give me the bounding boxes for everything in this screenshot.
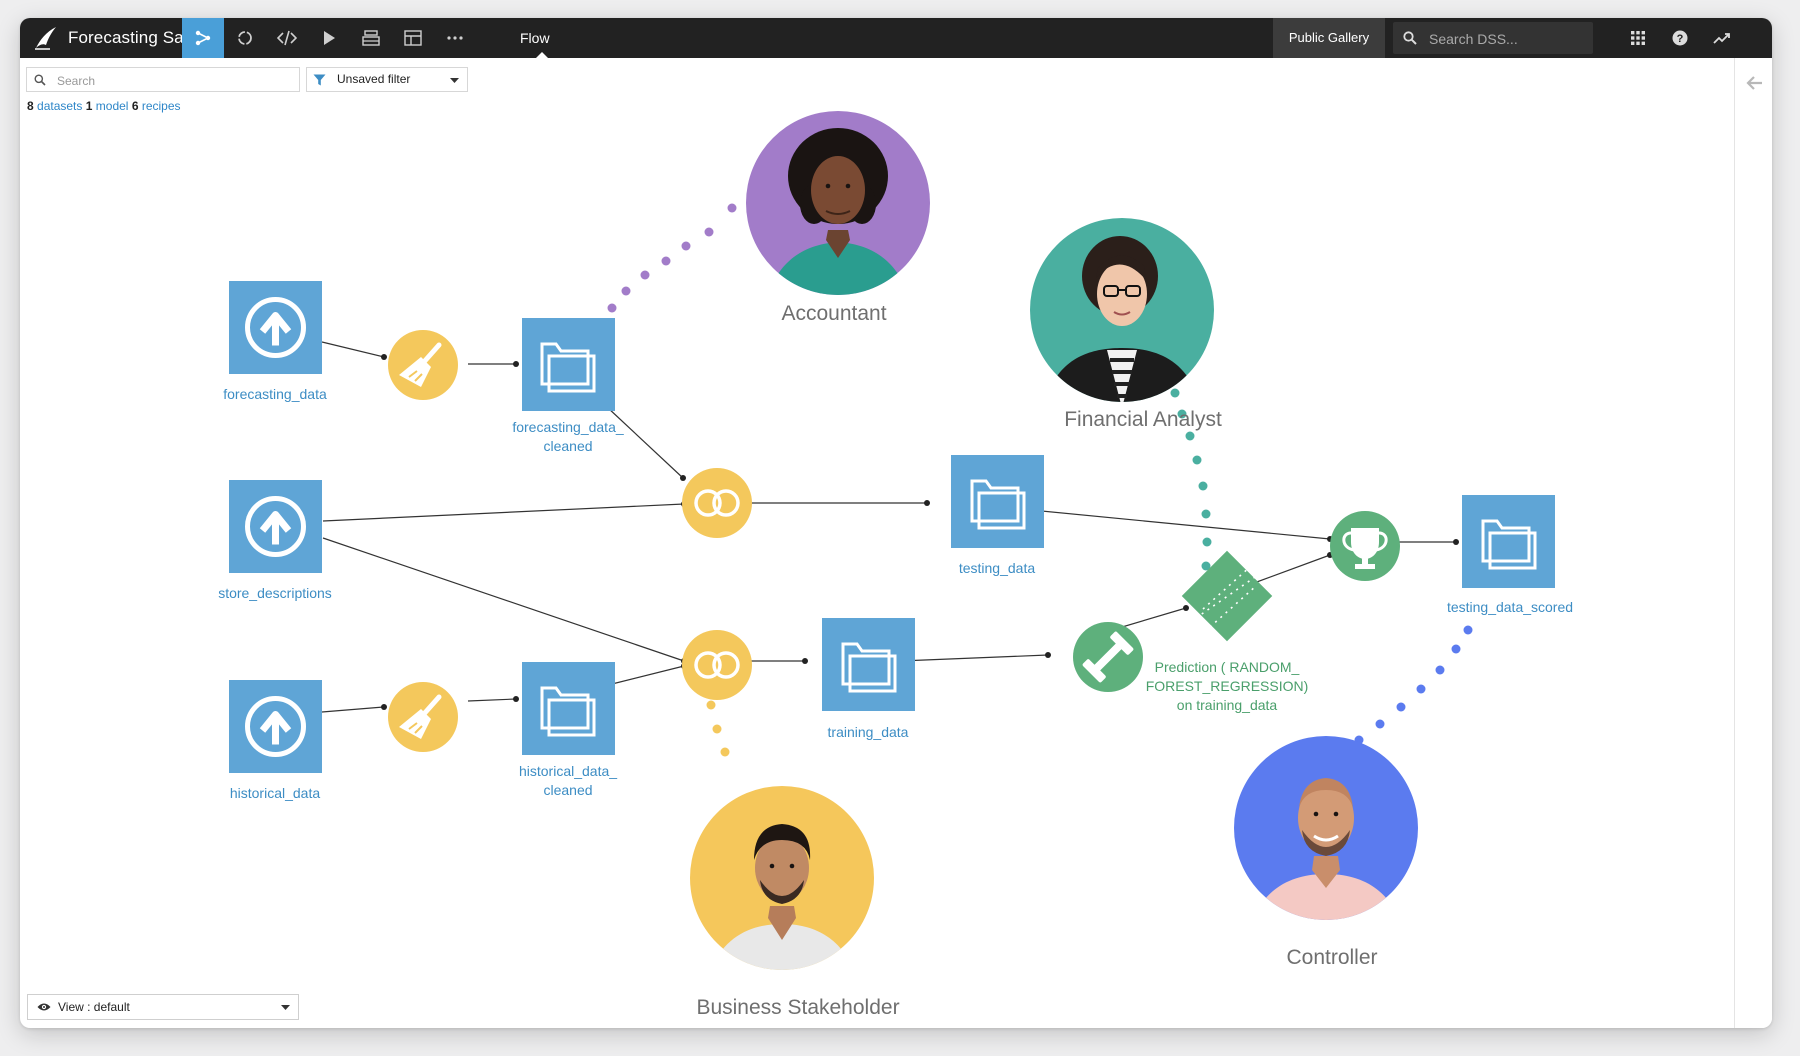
dashboard-icon[interactable] [392, 18, 434, 58]
dataset-training-data[interactable]: training_data [822, 618, 915, 740]
recipe-train-model[interactable] [1073, 622, 1143, 692]
persona-name: Financial Analyst [1064, 408, 1222, 431]
model-label-line1: Prediction ( RANDOM_ [1155, 659, 1300, 675]
dataset-store-descriptions[interactable]: store_descriptions [218, 480, 332, 601]
recipe-prepare-forecasting[interactable] [388, 330, 458, 400]
dataiku-logo-icon[interactable] [26, 18, 66, 58]
dataset-forecasting-data-cleaned[interactable]: forecasting_data_ cleaned [512, 318, 624, 454]
persona-accountant: Accountant [746, 111, 930, 325]
flow-nav-icon[interactable] [182, 18, 224, 58]
code-icon[interactable] [266, 18, 308, 58]
model-count: 1 [85, 99, 93, 113]
dataset-label: store_descriptions [218, 585, 332, 601]
activity-trend-icon[interactable] [1701, 18, 1743, 58]
persona-business-stakeholder: Business Stakeholder [690, 786, 900, 1019]
active-tab-indicator [536, 52, 548, 58]
dataset-testing-data-scored[interactable]: testing_data_scored [1447, 495, 1573, 615]
dss-search-input[interactable] [1427, 22, 1591, 56]
chevron-down-icon [281, 1005, 290, 1010]
controller-dotted-connector [1354, 625, 1473, 745]
flow-item-counts: 8 datasets 1 model 6 recipes [27, 99, 181, 113]
view-selector[interactable]: View : default [27, 994, 299, 1020]
search-icon [34, 74, 46, 86]
recipes-count: 6 [131, 99, 139, 113]
apps-grid-icon[interactable] [1617, 18, 1659, 58]
persona-name: Accountant [781, 302, 886, 325]
dataset-label: training_data [828, 724, 909, 740]
eye-icon [37, 1003, 51, 1011]
trophy-icon [1342, 528, 1388, 569]
dss-search-box[interactable] [1393, 22, 1593, 56]
dataset-label-line2: cleaned [543, 782, 592, 798]
filter-select[interactable]: Unsaved filter [306, 67, 468, 92]
model-label-line2: FOREST_REGRESSION) [1146, 678, 1309, 694]
tab-flow[interactable]: Flow [520, 30, 550, 46]
public-gallery-button[interactable]: Public Gallery [1273, 18, 1385, 58]
persona-name: Business Stakeholder [696, 996, 899, 1019]
filter-value: Unsaved filter [337, 72, 411, 86]
dataset-testing-data[interactable]: testing_data [951, 455, 1044, 576]
recipes-link[interactable]: recipes [141, 99, 181, 113]
recipe-join-training[interactable] [682, 630, 752, 700]
dataset-label: testing_data_scored [1447, 599, 1573, 615]
accountant-dotted-connector [607, 203, 737, 313]
stack-icon[interactable] [350, 18, 392, 58]
project-title[interactable]: Forecasting Sales [68, 28, 206, 47]
financial-analyst-dotted-connector [1170, 388, 1212, 571]
flow-canvas[interactable]: forecasting_data store_descriptions hist… [20, 18, 1734, 1028]
flow-search-box[interactable] [26, 67, 300, 93]
dataset-label: forecasting_data [223, 386, 327, 402]
dataset-historical-data[interactable]: historical_data [229, 680, 322, 801]
recipe-join-testing[interactable] [682, 468, 752, 538]
recipe-score[interactable] [1330, 511, 1400, 581]
saved-model-prediction[interactable]: Prediction ( RANDOM_ FOREST_REGRESSION) … [1146, 550, 1309, 713]
help-icon[interactable]: ? [1659, 18, 1701, 58]
dataset-historical-data-cleaned[interactable]: historical_data_ cleaned [519, 662, 617, 798]
dataset-label-line2: cleaned [543, 438, 592, 454]
refresh-cycle-icon[interactable] [224, 18, 266, 58]
persona-financial-analyst: Financial Analyst [1030, 218, 1222, 431]
view-label: View : default [58, 1000, 130, 1014]
filter-funnel-icon [313, 74, 326, 86]
dataset-label: historical_data [230, 785, 320, 801]
right-side-panel [1734, 58, 1772, 1028]
dataset-label-line1: forecasting_data_ [512, 419, 624, 435]
datasets-link[interactable]: datasets [37, 99, 83, 113]
dataset-label: testing_data [959, 560, 1035, 576]
dataset-label-line1: historical_data_ [519, 763, 617, 779]
datasets-count: 8 [27, 99, 34, 113]
flow-search-input[interactable] [55, 68, 299, 93]
app-window: Forecasting Sales Flow Public Gallery [20, 18, 1772, 1028]
svg-text:?: ? [1677, 33, 1684, 45]
more-options-icon[interactable] [434, 18, 476, 58]
model-link[interactable]: model [95, 99, 129, 113]
arrow-left-icon[interactable] [1746, 75, 1764, 91]
run-play-icon[interactable] [308, 18, 350, 58]
chevron-down-icon [450, 78, 459, 83]
dataset-forecasting-data[interactable]: forecasting_data [223, 281, 327, 402]
dumbbell-icon [1082, 631, 1134, 683]
top-navigation-bar: Forecasting Sales Flow Public Gallery [20, 18, 1772, 58]
model-label-line3: on training_data [1177, 697, 1278, 713]
persona-controller: Controller [1234, 736, 1418, 969]
search-icon [1403, 31, 1417, 45]
persona-name: Controller [1286, 946, 1377, 969]
flow-edges [321, 341, 1456, 713]
business-stakeholder-dotted-connector [706, 700, 730, 757]
recipe-prepare-historical[interactable] [388, 682, 458, 752]
